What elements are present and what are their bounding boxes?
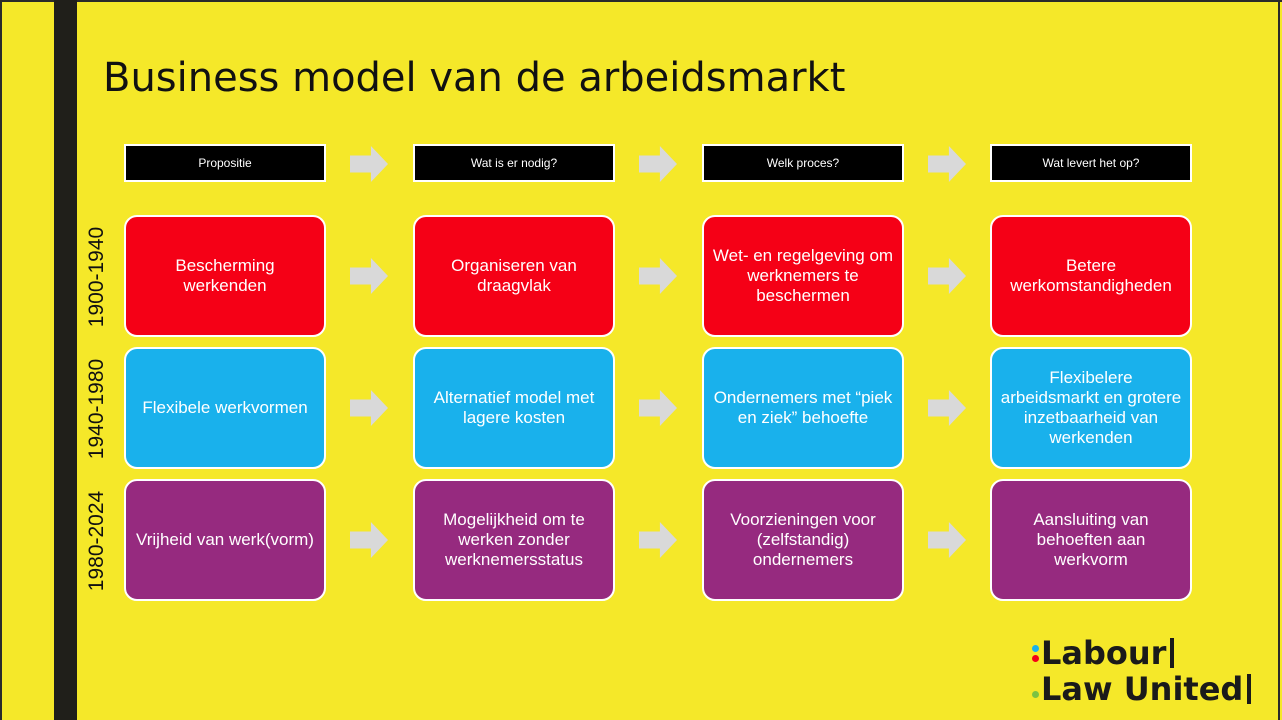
logo-bar bbox=[1247, 674, 1252, 704]
labour-law-united-logo: Labour Law United bbox=[1032, 634, 1272, 714]
era-label-row-3: 1980-2024 bbox=[85, 490, 108, 592]
cell-row3-oplevering: Aansluiting van behoeften aan werkvorm bbox=[990, 479, 1192, 601]
cell-row1-nodig: Organiseren van draagvlak bbox=[413, 215, 615, 337]
cell-row1-proces: Wet- en regelgeving om werknemers te bes… bbox=[702, 215, 904, 337]
arrow-right-icon bbox=[928, 257, 966, 295]
arrow-right-icon bbox=[928, 145, 966, 183]
logo-line-1: Labour bbox=[1032, 634, 1175, 672]
cell-row3-propositie: Vrijheid van werk(vorm) bbox=[124, 479, 326, 601]
cell-row2-nodig: Alternatief model met lagere kosten bbox=[413, 347, 615, 469]
arrow-right-icon bbox=[639, 145, 677, 183]
logo-dots-icon bbox=[1032, 680, 1039, 698]
header-wat-levert-het-op: Wat levert het op? bbox=[990, 144, 1192, 182]
era-label-row-2: 1940-1980 bbox=[85, 358, 108, 460]
arrow-right-icon bbox=[928, 389, 966, 427]
arrow-right-icon bbox=[350, 257, 388, 295]
cell-row2-oplevering: Flexibelere arbeidsmarkt en grotere inze… bbox=[990, 347, 1192, 469]
era-label-row-1: 1900-1940 bbox=[85, 226, 108, 328]
cell-row2-proces: Ondernemers met “piek en ziek” behoefte bbox=[702, 347, 904, 469]
cell-row2-propositie: Flexibele werkvormen bbox=[124, 347, 326, 469]
cell-row3-nodig: Mogelijkheid om te werken zonder werknem… bbox=[413, 479, 615, 601]
logo-line-2: Law United bbox=[1032, 670, 1252, 708]
slide-title: Business model van de arbeidsmarkt bbox=[103, 55, 846, 101]
logo-bar bbox=[1170, 638, 1175, 668]
arrow-right-icon bbox=[350, 389, 388, 427]
logo-dots-icon bbox=[1032, 644, 1039, 662]
arrow-right-icon bbox=[639, 257, 677, 295]
header-welk-proces: Welk proces? bbox=[702, 144, 904, 182]
arrow-right-icon bbox=[350, 145, 388, 183]
arrow-right-icon bbox=[639, 521, 677, 559]
cell-row1-oplevering: Betere werkomstandigheden bbox=[990, 215, 1192, 337]
cell-row1-propositie: Bescherming werkenden bbox=[124, 215, 326, 337]
left-accent-bar bbox=[54, 0, 77, 720]
logo-text-labour: Labour bbox=[1041, 634, 1167, 672]
header-wat-is-er-nodig: Wat is er nodig? bbox=[413, 144, 615, 182]
arrow-right-icon bbox=[928, 521, 966, 559]
arrow-right-icon bbox=[350, 521, 388, 559]
cell-row3-proces: Voorzieningen voor (zelfstandig) onderne… bbox=[702, 479, 904, 601]
logo-text-law-united: Law United bbox=[1041, 670, 1244, 708]
arrow-right-icon bbox=[639, 389, 677, 427]
top-border bbox=[0, 0, 1282, 2]
header-propositie: Propositie bbox=[124, 144, 326, 182]
